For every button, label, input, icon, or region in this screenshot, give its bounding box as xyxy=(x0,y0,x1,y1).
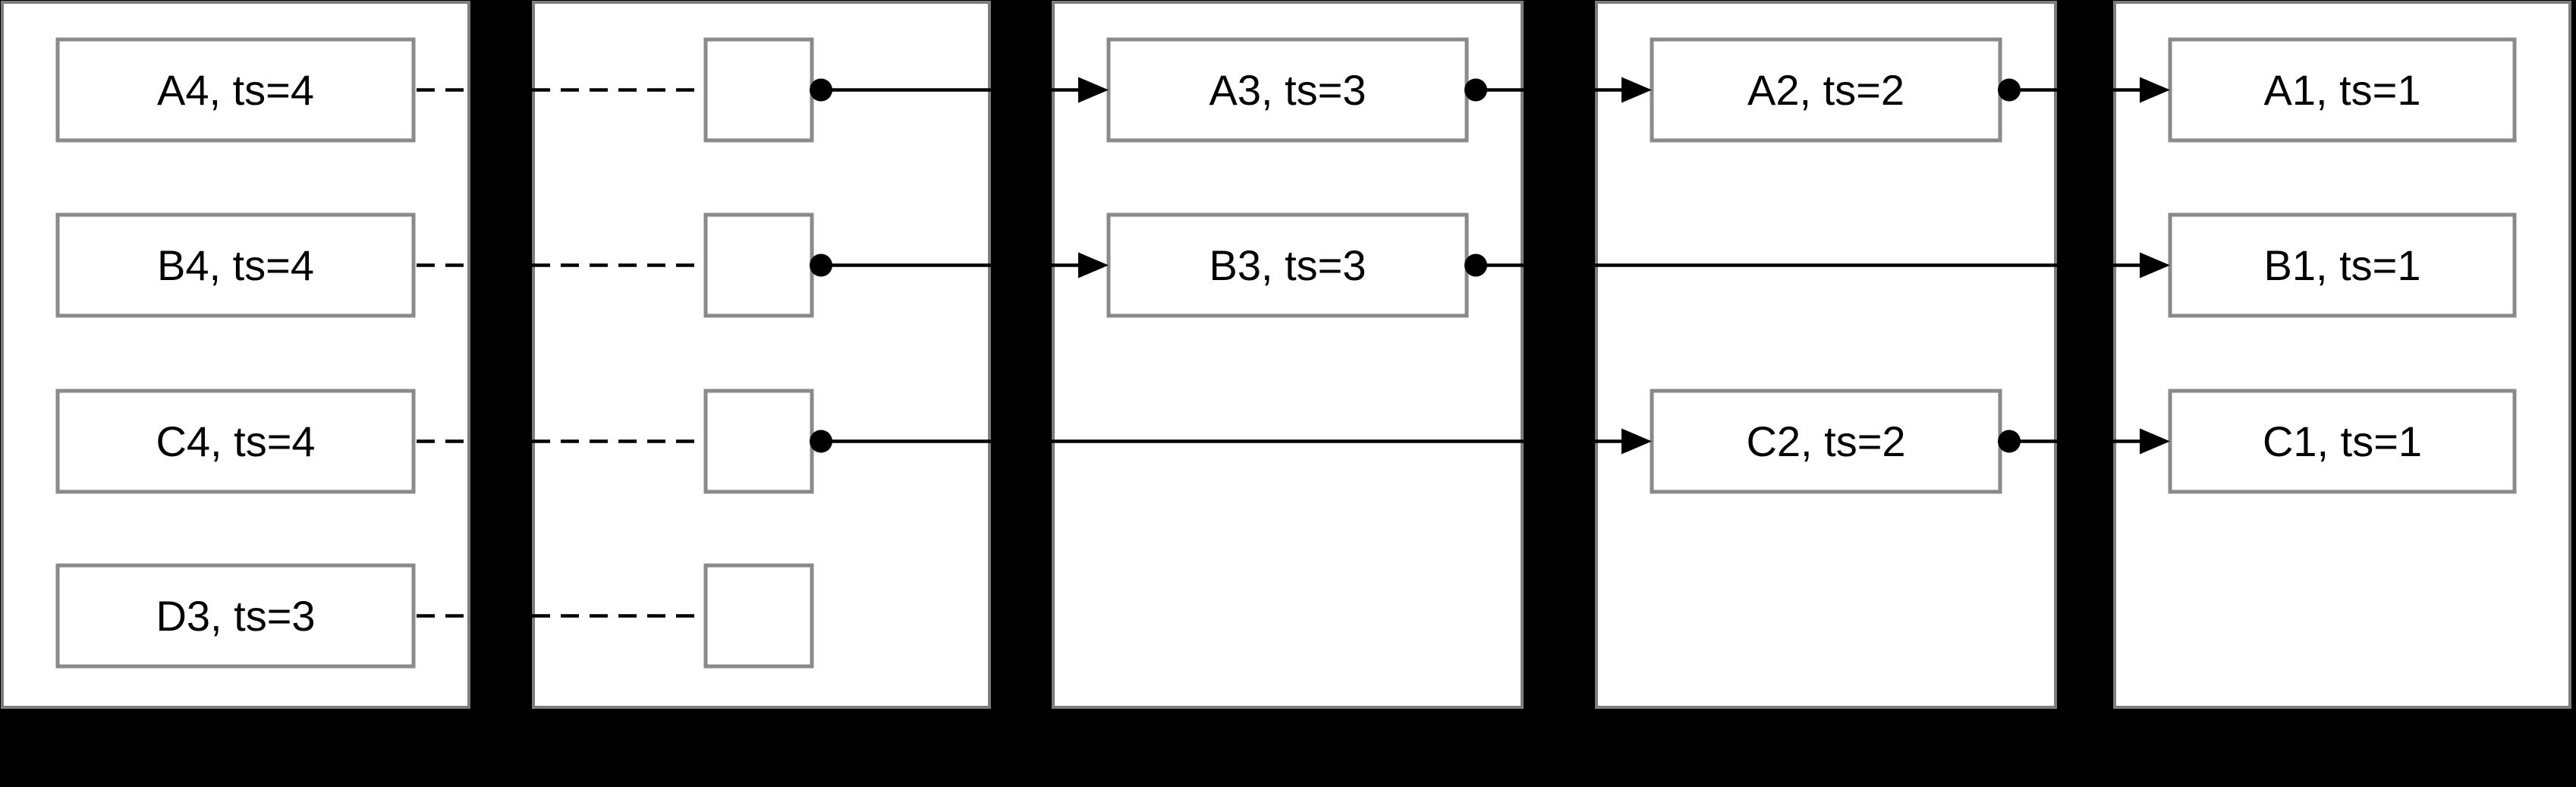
link-dot-ptr-A xyxy=(810,78,832,102)
link-dot-C2 xyxy=(1998,430,2021,453)
record-box-C4 xyxy=(55,389,416,494)
arrowhead-C1 xyxy=(2140,428,2170,455)
link-dot-ptr-C xyxy=(810,430,832,453)
record-label-B1: B1, ts=1 xyxy=(2263,241,2420,289)
link-dot-B3 xyxy=(1464,253,1487,277)
record-box-B1 xyxy=(2168,212,2517,318)
link-dot-A2 xyxy=(1998,78,2021,102)
record-label-C4: C4, ts=4 xyxy=(156,417,315,465)
pointer-square-C xyxy=(703,389,814,494)
arrowhead-B3 xyxy=(1078,252,1109,279)
record-label-A3: A3, ts=3 xyxy=(1209,66,1366,114)
link-dot-ptr-B xyxy=(810,253,832,277)
record-box-B4 xyxy=(55,212,416,318)
pointer-square-A xyxy=(703,37,814,143)
pointer-square-B xyxy=(703,212,814,318)
record-box-A1 xyxy=(2168,37,2517,143)
record-box-A2 xyxy=(1650,37,2002,143)
record-box-A4 xyxy=(55,37,416,143)
record-label-B3: B3, ts=3 xyxy=(1209,241,1366,289)
arrowhead-A2 xyxy=(1621,77,1652,103)
arrowhead-C2 xyxy=(1621,428,1652,455)
record-label-D3: D3, ts=3 xyxy=(156,592,315,640)
record-label-A2: A2, ts=2 xyxy=(1747,66,1904,114)
pointer-square-D xyxy=(703,563,814,669)
link-dot-A3 xyxy=(1464,78,1487,102)
arrowhead-B1 xyxy=(2140,252,2170,279)
record-label-C2: C2, ts=2 xyxy=(1746,417,1905,465)
record-label-A1: A1, ts=1 xyxy=(2263,66,2420,114)
arrowhead-A3 xyxy=(1078,77,1109,103)
record-box-D3 xyxy=(55,563,416,669)
record-label-A4: A4, ts=4 xyxy=(157,66,314,114)
arrowhead-A1 xyxy=(2140,77,2170,103)
record-label-C1: C1, ts=1 xyxy=(2263,417,2422,465)
record-label-B4: B4, ts=4 xyxy=(157,241,314,289)
